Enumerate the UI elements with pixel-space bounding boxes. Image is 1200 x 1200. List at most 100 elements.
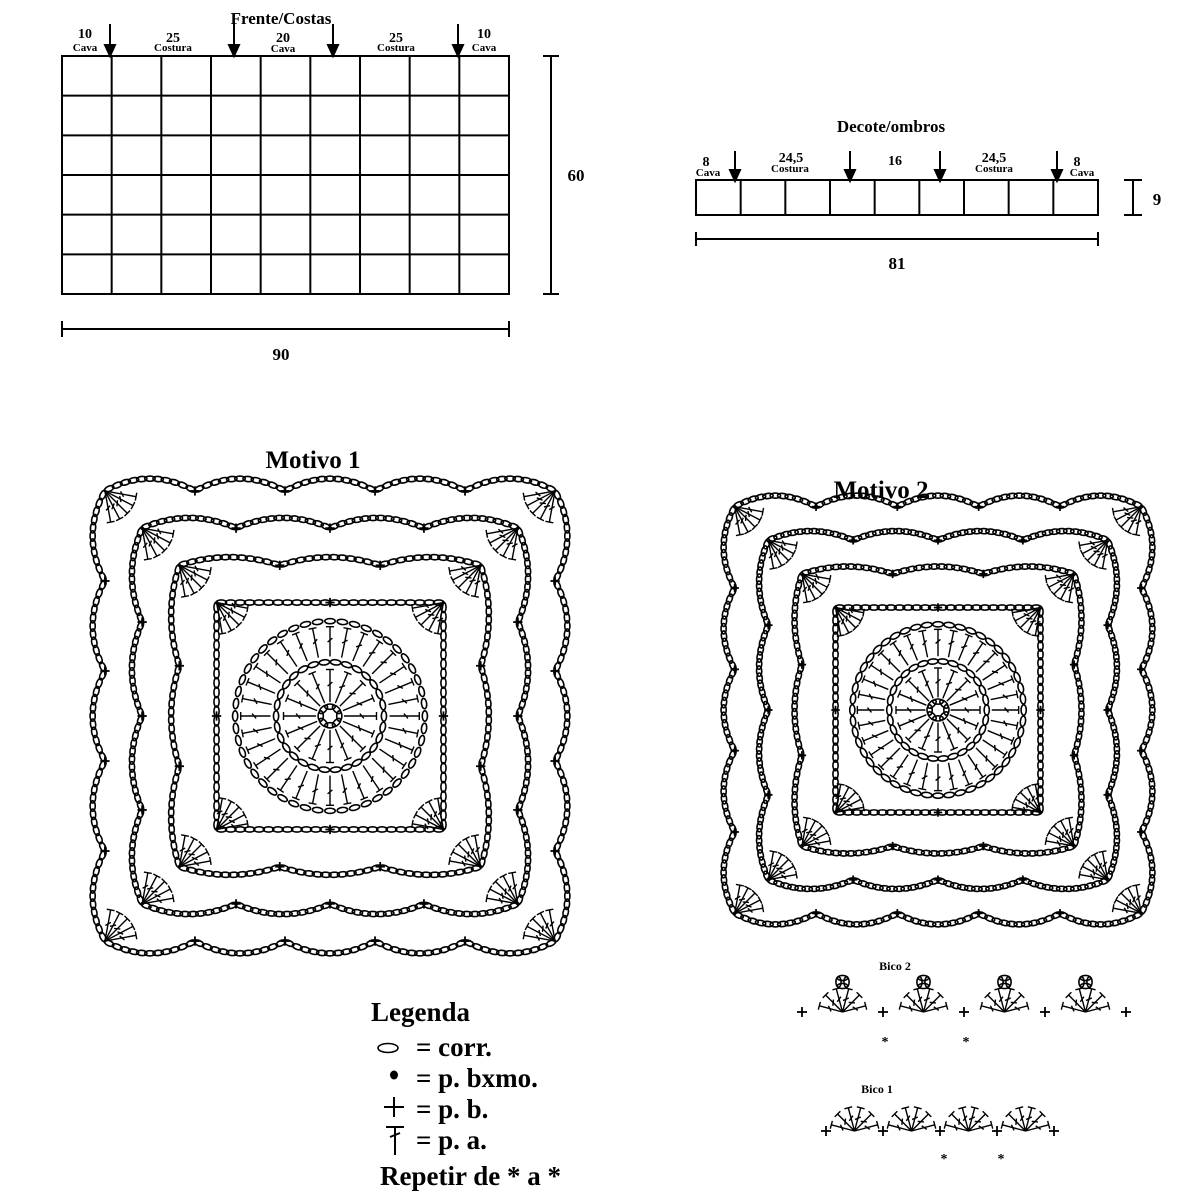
chain-oval-icon <box>1034 563 1047 571</box>
double-crochet-t-icon <box>835 795 864 814</box>
chain-oval-icon <box>965 785 977 794</box>
stitch-stroke <box>230 823 237 829</box>
chain-oval-icon <box>996 809 1009 816</box>
single-crochet-plus-icon <box>375 560 385 570</box>
chain-oval-icon <box>176 942 189 951</box>
stitch-stroke <box>389 775 397 783</box>
chain-oval-icon <box>131 784 140 797</box>
chain-oval-icon <box>168 797 176 810</box>
stitch-stroke <box>879 668 883 676</box>
stitch-stroke <box>334 728 349 760</box>
double-crochet-t-icon <box>1016 788 1041 813</box>
stitch-stroke <box>549 921 555 927</box>
chain-oval-icon <box>281 679 291 690</box>
chain-oval-icon <box>931 620 944 628</box>
stitch-stroke <box>1113 896 1119 904</box>
chain-oval-icon <box>1110 856 1118 868</box>
chain-oval-icon <box>437 517 450 526</box>
chain-oval-icon <box>917 919 930 927</box>
chain-oval-icon <box>359 910 372 917</box>
chain-oval-icon <box>1017 726 1025 739</box>
chain-oval-icon <box>394 599 407 606</box>
chain-oval-icon <box>375 732 384 744</box>
chain-oval-icon <box>89 800 97 813</box>
chain-oval-icon <box>440 657 447 670</box>
chain-oval-icon <box>791 806 799 819</box>
double-crochet-t-icon <box>1046 828 1075 847</box>
double-crochet-t-icon <box>767 856 792 881</box>
chain-oval-icon <box>89 881 97 894</box>
double-crochet-t-icon <box>340 774 352 806</box>
stitch-stroke <box>982 1110 989 1118</box>
chain-oval-icon <box>1148 792 1156 805</box>
chain-oval-icon <box>1062 885 1075 893</box>
chain-oval-icon <box>95 833 104 845</box>
chain-oval-icon <box>411 554 424 562</box>
stitch-stroke <box>942 721 955 750</box>
chain-oval-icon <box>556 923 565 935</box>
stitch-stroke <box>242 613 248 622</box>
double-crochet-t-icon <box>1085 1001 1111 1013</box>
stitch-stroke <box>548 490 556 523</box>
chain-oval-icon <box>720 541 728 554</box>
double-crochet-t-icon <box>987 729 1015 745</box>
stitch-stroke <box>256 742 263 748</box>
stitch-stroke <box>487 885 493 894</box>
single-crochet-plus-icon <box>211 711 222 721</box>
double-crochet-t-icon <box>522 490 556 501</box>
stitch-stroke <box>745 904 752 908</box>
single-crochet-plus-icon <box>190 936 200 946</box>
chain-oval-icon <box>315 475 328 483</box>
chain-oval-icon <box>194 910 207 917</box>
chain-oval-icon <box>720 777 728 790</box>
double-crochet-t-icon <box>104 490 136 510</box>
chain-oval-icon <box>400 768 410 779</box>
stitch-stroke <box>1028 798 1031 805</box>
stitch-stroke <box>524 501 530 510</box>
chain-oval-icon <box>875 845 888 853</box>
chain-oval-icon <box>484 908 497 916</box>
chain-oval-icon <box>250 948 263 956</box>
chain-oval-icon <box>791 617 798 630</box>
stitch-stroke <box>1079 539 1108 547</box>
double-crochet-t-icon <box>842 991 863 1013</box>
chain-oval-icon <box>194 556 207 564</box>
chain-oval-icon <box>406 519 418 528</box>
chain-oval-icon <box>792 722 800 735</box>
chain-oval-icon <box>1041 883 1054 891</box>
chain-oval-icon <box>832 665 839 678</box>
chain-oval-icon <box>1020 920 1033 928</box>
stitch-stroke <box>868 1110 875 1118</box>
stitch-stroke <box>1046 583 1052 592</box>
stitch-stroke <box>511 543 518 548</box>
stitch-stroke <box>1135 885 1142 914</box>
chain-oval-icon <box>932 920 945 928</box>
double-crochet-t-icon <box>1090 851 1109 881</box>
stitch-stroke <box>982 664 1006 681</box>
chain-oval-icon <box>336 618 349 626</box>
stitch-stroke <box>1075 999 1078 1006</box>
stitch-stroke <box>420 806 444 830</box>
segment-value: 25 <box>389 31 403 46</box>
double-crochet-t-icon <box>492 878 519 905</box>
chain-oval-icon <box>1037 682 1044 695</box>
stitch-stroke <box>548 505 555 511</box>
stitch-stroke <box>1057 579 1064 584</box>
stitch-stroke <box>184 849 191 853</box>
chain-oval-icon <box>495 949 508 957</box>
stitch-stroke <box>1000 1120 1005 1129</box>
stitch-stroke <box>903 633 912 638</box>
double-crochet-t-icon <box>1031 782 1042 813</box>
chain-oval-icon <box>233 475 246 483</box>
chain-oval-icon <box>850 492 863 500</box>
chain-oval-icon <box>1079 493 1092 501</box>
chain-oval-icon <box>95 767 104 780</box>
motif-1-title: Motivo 1 <box>265 447 360 474</box>
double-crochet-t-icon <box>768 870 798 881</box>
stitch-stroke <box>1106 1001 1111 1010</box>
arrow-down-icon <box>451 24 465 59</box>
chain-oval-icon <box>484 622 492 635</box>
chain-oval-icon <box>518 604 527 617</box>
double-crochet-t-icon <box>889 640 909 666</box>
chain-oval-icon <box>1110 686 1118 699</box>
